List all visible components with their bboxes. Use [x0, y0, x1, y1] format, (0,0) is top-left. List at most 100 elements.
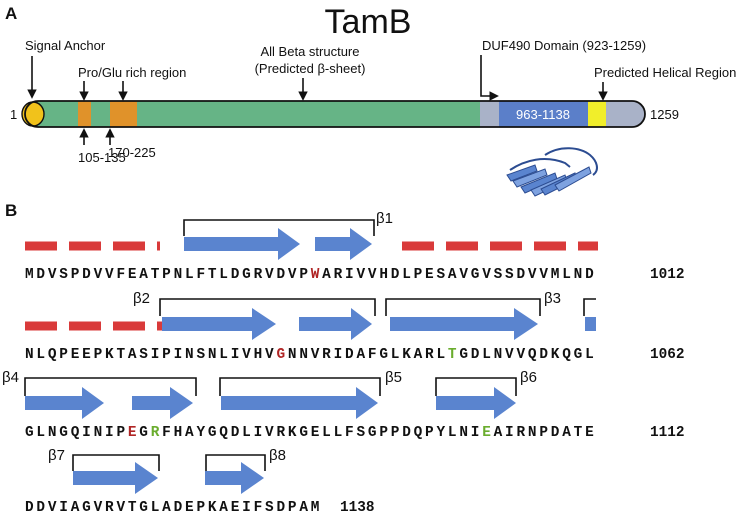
- residue: Q: [414, 425, 423, 441]
- range-label-170-225: 170-225: [108, 145, 156, 160]
- residue: D: [402, 425, 411, 441]
- residue: N: [48, 425, 57, 441]
- residue: V: [48, 500, 57, 513]
- residue: A: [219, 500, 228, 513]
- residue: E: [231, 500, 240, 513]
- proglu-region-105-135: [78, 101, 91, 127]
- residue: N: [174, 267, 183, 283]
- beta-label-7: β7: [48, 447, 65, 464]
- residue: L: [402, 267, 411, 283]
- residue: F: [116, 267, 125, 283]
- residue: E: [425, 267, 434, 283]
- residue: T: [208, 267, 217, 283]
- sequence-row-end: 1138: [340, 500, 375, 513]
- residue: D: [231, 267, 240, 283]
- label-helical: Predicted Helical Region: [594, 65, 736, 80]
- residue: G: [242, 267, 251, 283]
- residue: F: [162, 425, 171, 441]
- residue: P: [162, 267, 171, 283]
- residue: I: [334, 347, 343, 363]
- residue: I: [174, 347, 183, 363]
- residue: T: [574, 425, 583, 441]
- residue: D: [82, 267, 91, 283]
- residue: N: [494, 347, 503, 363]
- residue: A: [162, 500, 171, 513]
- residue: L: [585, 347, 594, 363]
- beta-label-1: β1: [376, 210, 393, 227]
- beta-label-3: β3: [544, 290, 561, 307]
- label-signal-anchor: Signal Anchor: [25, 38, 106, 53]
- beta-label-2: β2: [133, 290, 150, 307]
- residue: K: [551, 347, 560, 363]
- beta-label-5: β5: [385, 369, 402, 386]
- residue: R: [334, 267, 343, 283]
- residue: L: [322, 425, 331, 441]
- residue: L: [334, 425, 343, 441]
- strand-brackets: [24, 219, 596, 471]
- residue: G: [276, 347, 285, 363]
- residue: Q: [528, 347, 537, 363]
- residue: F: [254, 500, 263, 513]
- residue: V: [265, 347, 274, 363]
- residue: G: [379, 347, 388, 363]
- residue: L: [151, 500, 160, 513]
- residue: Q: [48, 347, 57, 363]
- residue: V: [94, 267, 103, 283]
- residue: L: [436, 347, 445, 363]
- residue: P: [59, 347, 68, 363]
- residue: E: [82, 347, 91, 363]
- residue: A: [448, 267, 457, 283]
- residue: N: [208, 347, 217, 363]
- residue: N: [574, 267, 583, 283]
- residue: A: [414, 347, 423, 363]
- residue: N: [528, 425, 537, 441]
- sequence-row-end: 1062: [650, 347, 685, 363]
- residue: D: [36, 267, 45, 283]
- residue: N: [25, 347, 34, 363]
- bar-outline: [24, 100, 646, 128]
- residue: S: [436, 267, 445, 283]
- residue: Y: [196, 425, 205, 441]
- residue: I: [105, 425, 114, 441]
- panel-a-letter: A: [5, 4, 17, 23]
- duf490-arrow: [480, 55, 499, 101]
- residue: N: [459, 425, 468, 441]
- residue: V: [105, 267, 114, 283]
- residue: N: [94, 425, 103, 441]
- residue: G: [82, 500, 91, 513]
- residue: D: [516, 267, 525, 283]
- residue: P: [299, 267, 308, 283]
- residue: L: [219, 347, 228, 363]
- residue: Q: [562, 347, 571, 363]
- residue: G: [574, 347, 583, 363]
- residue: P: [162, 347, 171, 363]
- residue: G: [208, 425, 217, 441]
- residue: N: [288, 347, 297, 363]
- residue: S: [139, 347, 148, 363]
- residue: P: [425, 425, 434, 441]
- range-label-105-135: 105-135: [78, 150, 126, 165]
- residue: S: [59, 267, 68, 283]
- residue: M: [25, 267, 34, 283]
- residue: A: [299, 500, 308, 513]
- residue: S: [505, 267, 514, 283]
- residue: A: [128, 347, 137, 363]
- residue: G: [368, 425, 377, 441]
- residue: K: [208, 500, 217, 513]
- residue: K: [288, 425, 297, 441]
- residue: I: [231, 347, 240, 363]
- residue: V: [539, 267, 548, 283]
- residue: K: [402, 347, 411, 363]
- residue: V: [528, 267, 537, 283]
- residue: P: [379, 425, 388, 441]
- label-all-beta-2: (Predicted β-sheet): [255, 61, 366, 76]
- label-all-beta-1: All Beta structure: [261, 44, 360, 59]
- residue: G: [139, 500, 148, 513]
- panel-b-letter: B: [5, 201, 17, 220]
- residue: I: [345, 267, 354, 283]
- residue: H: [174, 425, 183, 441]
- residue: G: [471, 267, 480, 283]
- residue: P: [196, 500, 205, 513]
